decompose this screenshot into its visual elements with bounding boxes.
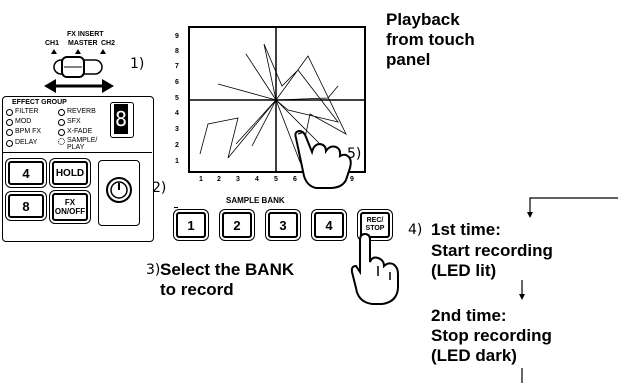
double-arrow-icon (44, 79, 114, 93)
button-8[interactable]: 8 (8, 194, 44, 218)
bank-bracket-left (174, 207, 178, 208)
bank-button-2[interactable]: 2 (222, 212, 252, 238)
step-1-label: 1) (130, 56, 145, 72)
effect-delay[interactable]: DELAY (6, 139, 37, 147)
x-tick-6: 6 (293, 176, 297, 183)
bank-button-1[interactable]: 1 (176, 212, 206, 238)
bank-button-3[interactable]: 3 (268, 212, 298, 238)
button-4[interactable]: 4 (8, 161, 44, 185)
step-4-label: 4) (408, 222, 423, 238)
effect-group-title: EFFECT GROUP (12, 99, 67, 106)
fx-insert-ch1-label: CH1 (45, 40, 60, 47)
fx-insert-ch2-label: CH2 (101, 40, 116, 47)
effect-reverb[interactable]: REVERB (58, 108, 96, 116)
flow-arrows (519, 197, 618, 383)
second-time-title: 2nd time: (431, 306, 507, 325)
step-5-label: 5) (347, 146, 362, 162)
master-marker-icon (75, 49, 81, 54)
step-3-label: 3) (146, 262, 161, 278)
press-hand-icon (350, 232, 399, 305)
effect-bpm-fx[interactable]: BPM FX (6, 128, 41, 136)
effect-panel (2, 96, 154, 242)
y-tick-7: 7 (175, 63, 179, 70)
led-icon (58, 138, 65, 145)
knob-frame (98, 160, 140, 226)
led-icon (6, 108, 13, 116)
fx-onoff-button[interactable]: FX ON/OFF (52, 193, 88, 221)
touch-hand-icon (294, 129, 352, 189)
y-tick-4: 4 (175, 110, 179, 117)
y-tick-2: 2 (175, 142, 179, 149)
bank-button-4[interactable]: 4 (314, 212, 344, 238)
x-tick-2: 2 (217, 176, 221, 183)
segment-digit: 8 (114, 104, 128, 134)
effect-mod[interactable]: MOD (6, 118, 31, 126)
ch2-marker-icon (100, 49, 106, 54)
led-icon (6, 118, 13, 126)
x-tick-1: 1 (199, 176, 203, 183)
led-icon (58, 108, 65, 116)
effect-filter[interactable]: FILTER (6, 108, 39, 116)
led-icon (58, 128, 65, 136)
y-tick-3: 3 (175, 126, 179, 133)
effect-knob-icon[interactable] (105, 176, 133, 204)
first-time-text: Start recording (LED lit) (431, 241, 553, 280)
y-tick-8: 8 (175, 48, 179, 55)
led-icon (58, 118, 65, 126)
hold-button[interactable]: HOLD (52, 161, 88, 185)
fx-insert-master-label: MASTER (68, 40, 98, 47)
y-tick-5: 5 (175, 95, 179, 102)
effect-panel-divider (2, 152, 152, 241)
sample-bank-title: SAMPLE BANK (226, 196, 285, 205)
rec-stop-button[interactable]: REC/ STOP (360, 212, 390, 238)
playback-label: Playback from touch panel (386, 10, 475, 69)
fx-insert-title: FX INSERT (67, 31, 104, 38)
y-tick-9: 9 (175, 33, 179, 40)
select-bank-label: Select the BANK to record (160, 260, 295, 299)
first-time-title: 1st time: (431, 220, 501, 239)
step-2-label: 2) (152, 180, 167, 196)
led-icon (6, 128, 13, 136)
led-icon (6, 139, 13, 147)
segment-display (110, 102, 134, 138)
y-tick-1: 1 (175, 158, 179, 165)
fx-insert-switch[interactable] (40, 47, 130, 95)
y-tick-6: 6 (175, 79, 179, 86)
x-tick-9: 9 (350, 176, 354, 183)
effect-x-fade[interactable]: X-FADE (58, 128, 92, 136)
effect-sfx[interactable]: SFX (58, 118, 81, 126)
x-tick-4: 4 (255, 176, 259, 183)
effect-sample-play[interactable]: SAMPLE/ PLAY (58, 137, 97, 151)
x-tick-3: 3 (236, 176, 240, 183)
x-tick-5: 5 (274, 176, 278, 183)
ch1-marker-icon (51, 49, 57, 54)
arrow-down-icon (519, 294, 525, 300)
second-time-text: Stop recording (LED dark) (431, 326, 552, 365)
arrow-down-icon (527, 212, 533, 218)
